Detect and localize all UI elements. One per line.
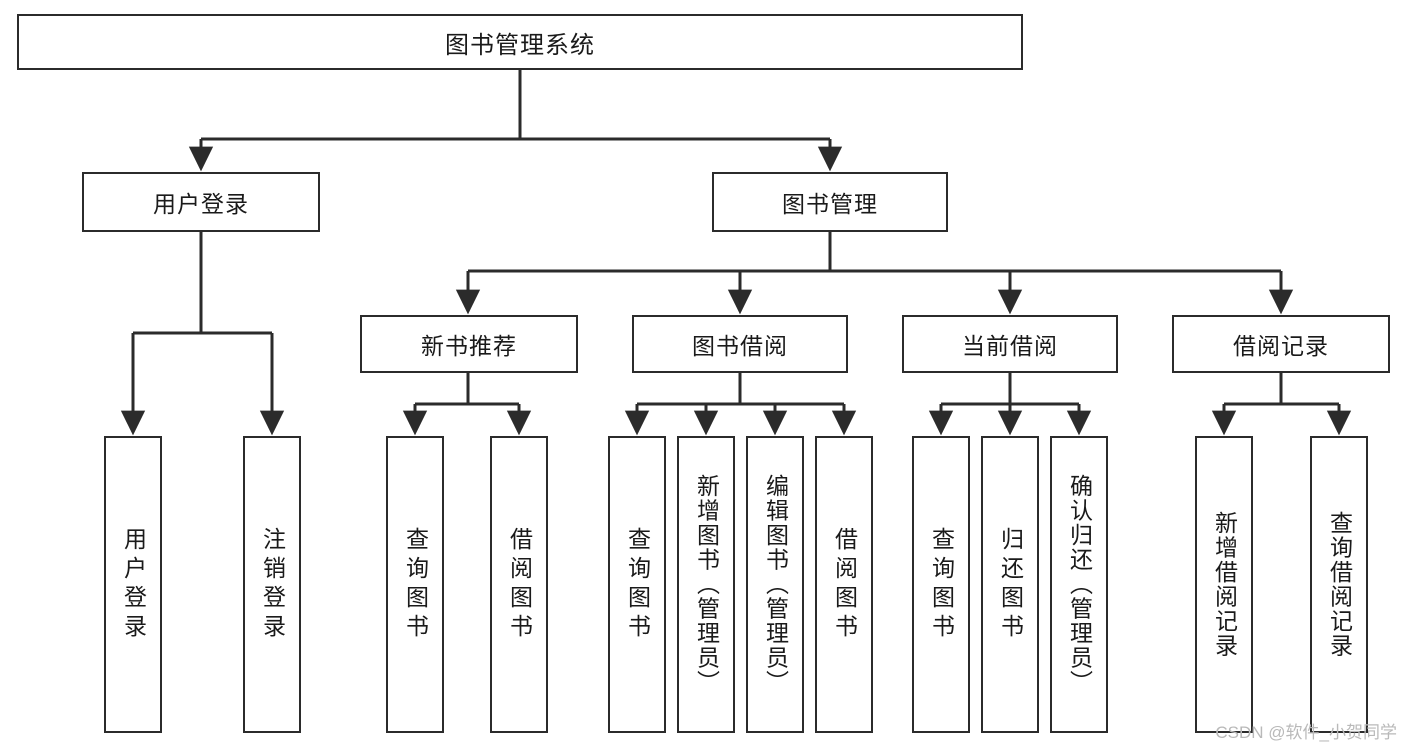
node-user-login[interactable]: 用户登录	[82, 172, 320, 232]
node-new-book-recommend-label: 新书推荐	[421, 333, 517, 359]
node-leaf-edit-book[interactable]: 编辑图书（管理员）	[746, 436, 804, 733]
node-leaf-borrow-book-1[interactable]: 借阅图书	[490, 436, 548, 733]
node-leaf-user-login[interactable]: 用户登录	[104, 436, 162, 733]
node-leaf-add-record-label: 新增借阅记录	[1211, 511, 1238, 658]
node-leaf-logout-login-label: 注销登录	[259, 526, 286, 643]
node-borrow-record-label: 借阅记录	[1233, 333, 1329, 359]
node-leaf-confirm-return-label: 确认归还（管理员）	[1066, 474, 1093, 695]
node-leaf-query-record[interactable]: 查询借阅记录	[1310, 436, 1368, 733]
node-new-book-recommend[interactable]: 新书推荐	[360, 315, 578, 373]
node-book-borrow-label: 图书借阅	[692, 333, 788, 359]
node-root[interactable]: 图书管理系统	[17, 14, 1023, 70]
node-root-label: 图书管理系统	[445, 31, 595, 59]
node-leaf-query-book-2-label: 查询图书	[624, 526, 651, 643]
node-leaf-confirm-return[interactable]: 确认归还（管理员）	[1050, 436, 1108, 733]
node-book-borrow[interactable]: 图书借阅	[632, 315, 848, 373]
node-leaf-query-book-1[interactable]: 查询图书	[386, 436, 444, 733]
node-leaf-query-book-2[interactable]: 查询图书	[608, 436, 666, 733]
node-leaf-logout-login[interactable]: 注销登录	[243, 436, 301, 733]
node-leaf-add-book-label: 新增图书（管理员）	[693, 474, 720, 695]
node-book-manage-label: 图书管理	[782, 191, 878, 217]
node-leaf-borrow-book-1-label: 借阅图书	[506, 526, 533, 643]
node-book-manage[interactable]: 图书管理	[712, 172, 948, 232]
node-leaf-query-book-3-label: 查询图书	[928, 526, 955, 643]
node-user-login-label: 用户登录	[153, 191, 249, 217]
node-leaf-user-login-label: 用户登录	[120, 526, 147, 643]
node-leaf-return-book-label: 归还图书	[997, 526, 1024, 643]
node-leaf-add-record[interactable]: 新增借阅记录	[1195, 436, 1253, 733]
node-leaf-borrow-book-2-label: 借阅图书	[831, 526, 858, 643]
watermark: CSDN @软件_小贺同学	[1215, 723, 1397, 742]
node-leaf-edit-book-label: 编辑图书（管理员）	[762, 474, 789, 695]
node-current-borrow[interactable]: 当前借阅	[902, 315, 1118, 373]
node-leaf-return-book[interactable]: 归还图书	[981, 436, 1039, 733]
node-borrow-record[interactable]: 借阅记录	[1172, 315, 1390, 373]
node-leaf-add-book[interactable]: 新增图书（管理员）	[677, 436, 735, 733]
node-leaf-borrow-book-2[interactable]: 借阅图书	[815, 436, 873, 733]
node-leaf-query-record-label: 查询借阅记录	[1326, 511, 1353, 658]
node-leaf-query-book-1-label: 查询图书	[402, 526, 429, 643]
node-current-borrow-label: 当前借阅	[962, 333, 1058, 359]
node-leaf-query-book-3[interactable]: 查询图书	[912, 436, 970, 733]
